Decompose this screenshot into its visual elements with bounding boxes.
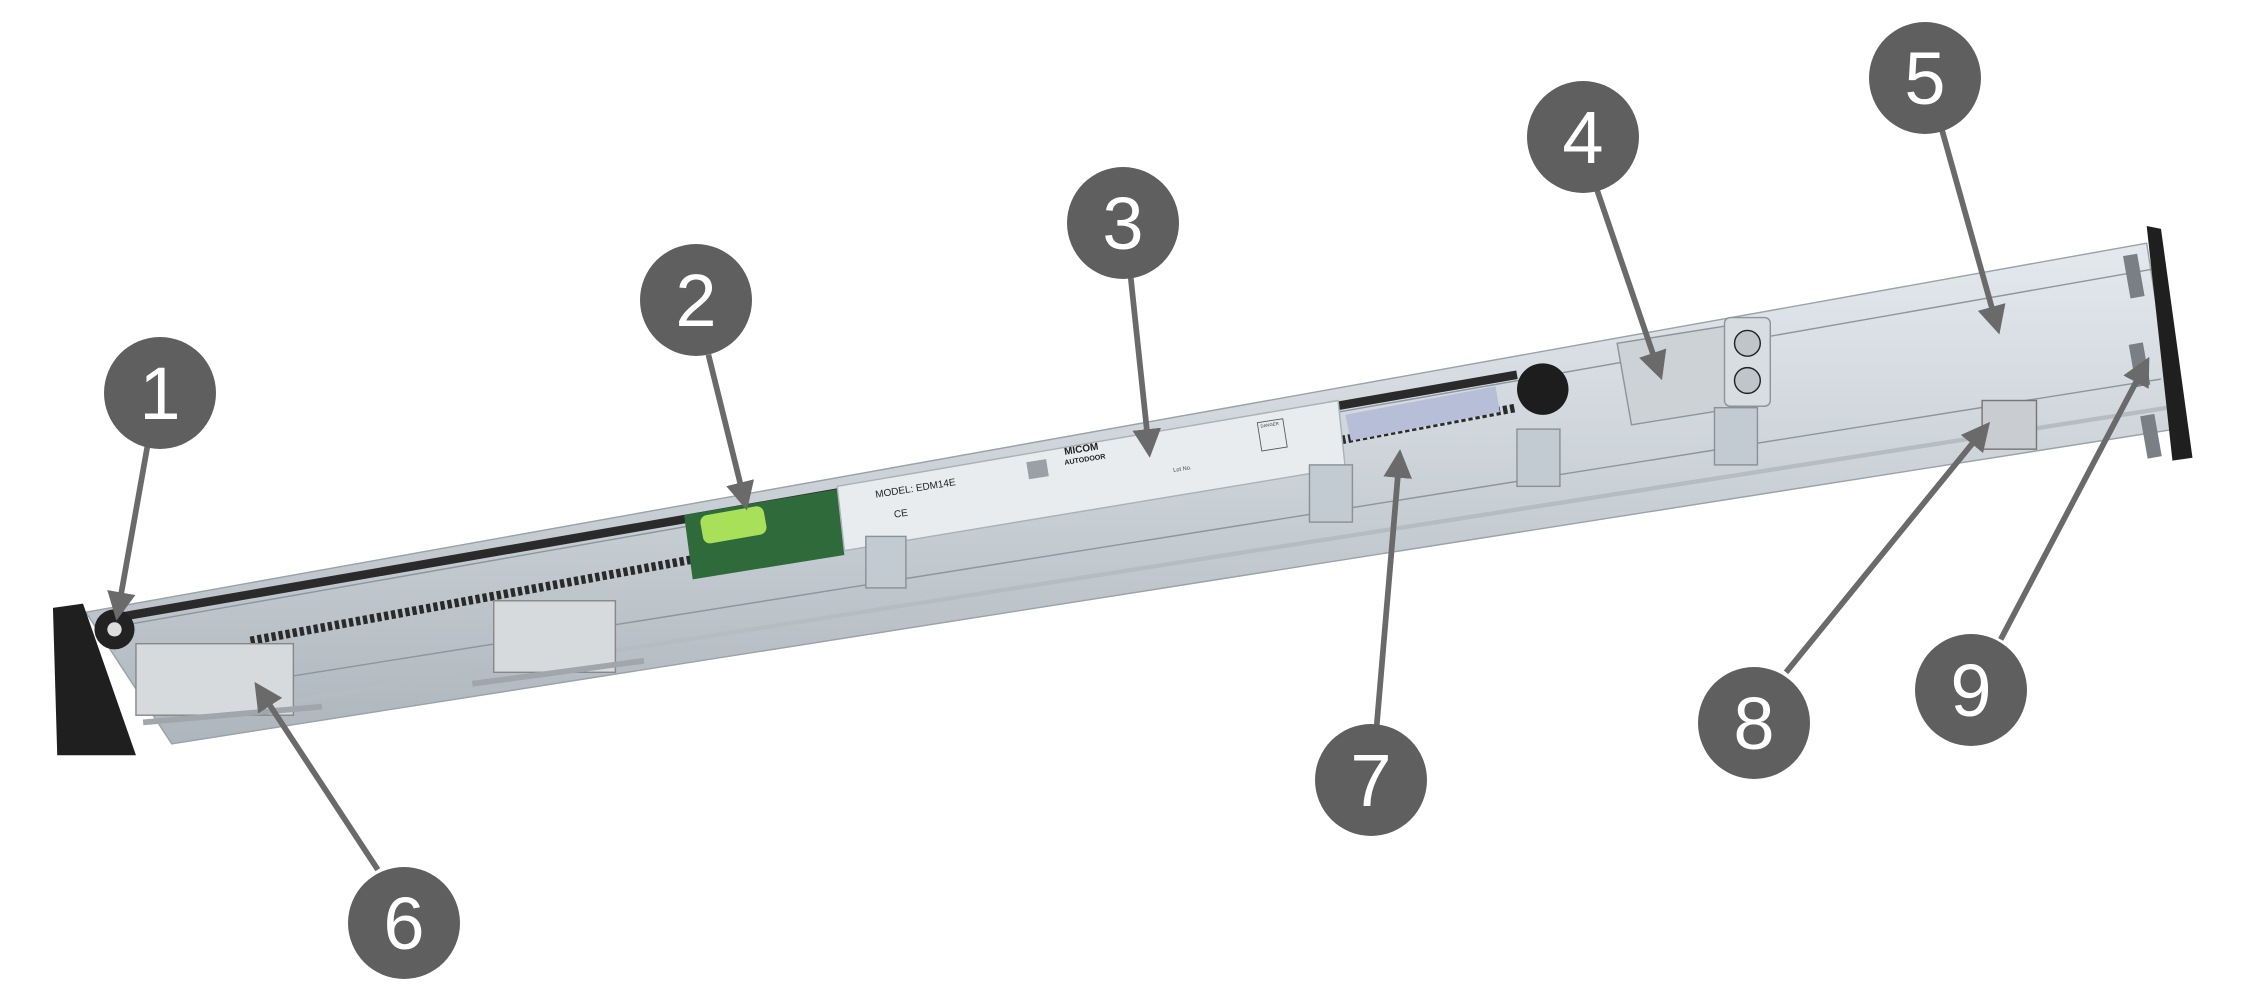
callout-badge-8: 8 (1698, 667, 1810, 779)
controller-unit: MODEL: EDM14E CE MICOM AUTODOOR Lot No. … (836, 399, 1347, 552)
callout-number-5: 5 (1904, 36, 1946, 120)
callout-badge-4: 4 (1527, 81, 1639, 193)
callout-badge-9: 9 (1915, 634, 2027, 746)
callout-badge-7: 7 (1315, 724, 1427, 836)
callout-number-2: 2 (675, 258, 717, 342)
callout-number-6: 6 (383, 881, 425, 965)
lot-number-label: Lot No. (1173, 465, 1193, 474)
ce-mark: CE (893, 508, 909, 521)
callout-number-4: 4 (1562, 95, 1604, 179)
callout-badge-3: 3 (1067, 167, 1179, 279)
drive-motor (1516, 316, 1772, 426)
callout-badge-6: 6 (348, 867, 460, 979)
callout-badge-5: 5 (1869, 22, 1981, 134)
battery-pcb (684, 489, 845, 580)
callout-number-9: 9 (1950, 648, 1992, 732)
mounting-brackets (865, 406, 1759, 589)
callout-number-8: 8 (1733, 681, 1775, 765)
callout-badge-1: 1 (104, 337, 216, 449)
callout-arrows (107, 129, 2150, 872)
danger-label: DANGER (1260, 421, 1279, 429)
brand-line1: MICOM (1064, 442, 1100, 458)
cable-section (1345, 386, 1500, 441)
callout-badge-2: 2 (640, 244, 752, 356)
left-end-cap (52, 603, 136, 756)
callout-number-7: 7 (1350, 738, 1392, 822)
callout-number-3: 3 (1102, 181, 1144, 265)
callout-number-1: 1 (139, 351, 181, 435)
end-stopper (1981, 399, 2038, 450)
